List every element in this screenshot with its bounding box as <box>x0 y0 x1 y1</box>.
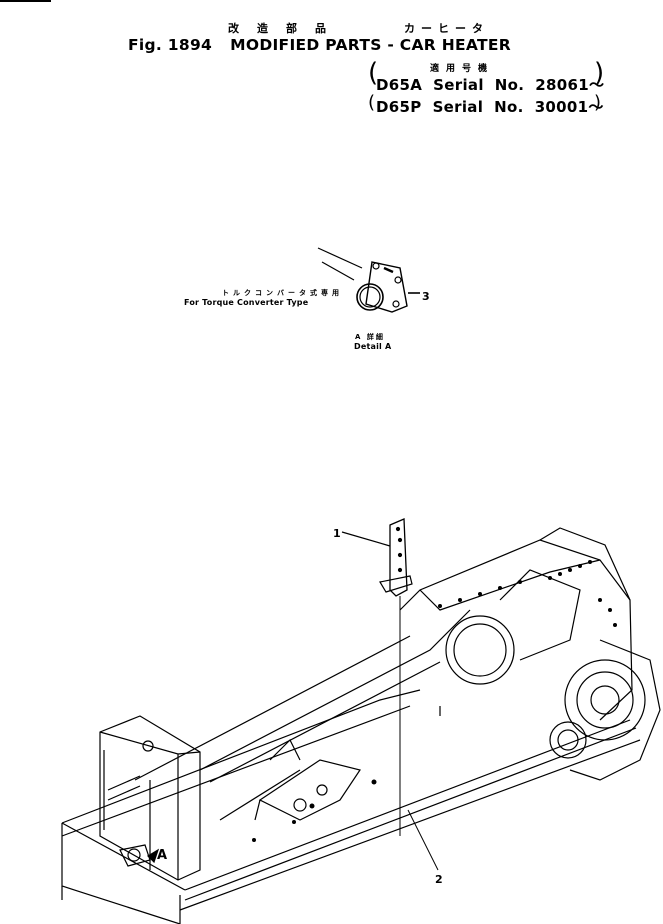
callout-3: 3 <box>422 290 430 303</box>
close-paren: ) <box>594 58 605 88</box>
serial-line-d65a: D65A Serial No. 28061～ <box>376 76 605 94</box>
figure-heading: MODIFIED PARTS - CAR HEATER <box>230 36 511 54</box>
close-paren-2: ) <box>594 92 602 113</box>
japanese-title-left: 改造部品 <box>228 22 344 35</box>
detail-caption-japanese: A 詳細 <box>355 333 385 341</box>
open-paren: ( <box>368 58 379 88</box>
figure-title: Fig. 1894 MODIFIED PARTS - CAR HEATER <box>128 36 511 54</box>
detail-caption-english: Detail A <box>354 342 392 351</box>
frame-rivets <box>252 560 617 842</box>
callout-2: 2 <box>435 873 443 886</box>
main-frame-drawing <box>61 527 661 924</box>
detail-note-english: For Torque Converter Type <box>184 298 309 307</box>
open-paren-2: ( <box>368 92 376 113</box>
detail-a-valve-drawing <box>317 247 420 313</box>
figure-label: Fig. 1894 <box>128 36 213 54</box>
detail-note-japanese: トルクコンバータ式専用 <box>222 289 343 297</box>
applicability-japanese-label: 適用号機 <box>430 64 495 74</box>
japanese-title-right: カーヒータ <box>404 22 489 35</box>
callout-1: 1 <box>333 527 341 540</box>
bracket-part-1 <box>341 518 413 836</box>
heater-unit-drawing <box>99 715 201 881</box>
serial-line-d65p: D65P Serial No. 30001～ <box>376 98 604 116</box>
view-marker-a: A <box>157 848 168 863</box>
top-rule <box>0 0 51 2</box>
